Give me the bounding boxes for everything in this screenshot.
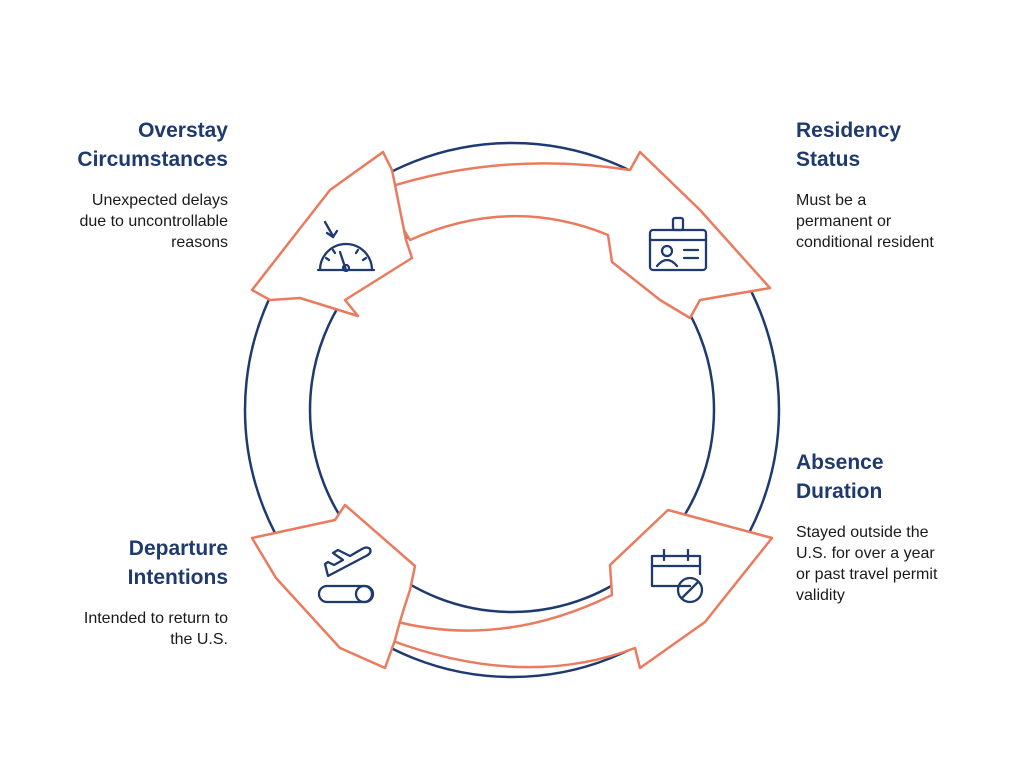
residency-title: Residency Status [796, 119, 902, 171]
gauge-icon [316, 220, 376, 273]
airplane-departure-icon [317, 546, 375, 604]
arrow-bottom-right [388, 508, 774, 670]
overstay-block: Overstay Circumstances Unexpected delays… [77, 116, 228, 253]
residency-text: Must be a permanent or conditional resid… [796, 192, 934, 251]
departure-text: Intended to return to the U.S. [83, 610, 228, 648]
overstay-title: Overstay Circumstances [77, 119, 228, 171]
departure-block: Departure Intentions Intended to return … [84, 534, 228, 650]
absence-title: Absence Duration [796, 451, 884, 503]
arrow-top-right [378, 150, 772, 320]
overstay-text: Unexpected delays due to uncontrollable … [79, 192, 228, 251]
residency-block: Residency Status Must be a permanent or … [796, 116, 934, 253]
calendar-cancel-icon [650, 548, 704, 604]
id-badge-icon [648, 216, 708, 272]
departure-title: Departure Intentions [127, 537, 228, 589]
absence-block: Absence Duration Stayed outside the U.S.… [796, 448, 937, 606]
absence-text: Stayed outside the U.S. for over a year … [796, 524, 938, 604]
